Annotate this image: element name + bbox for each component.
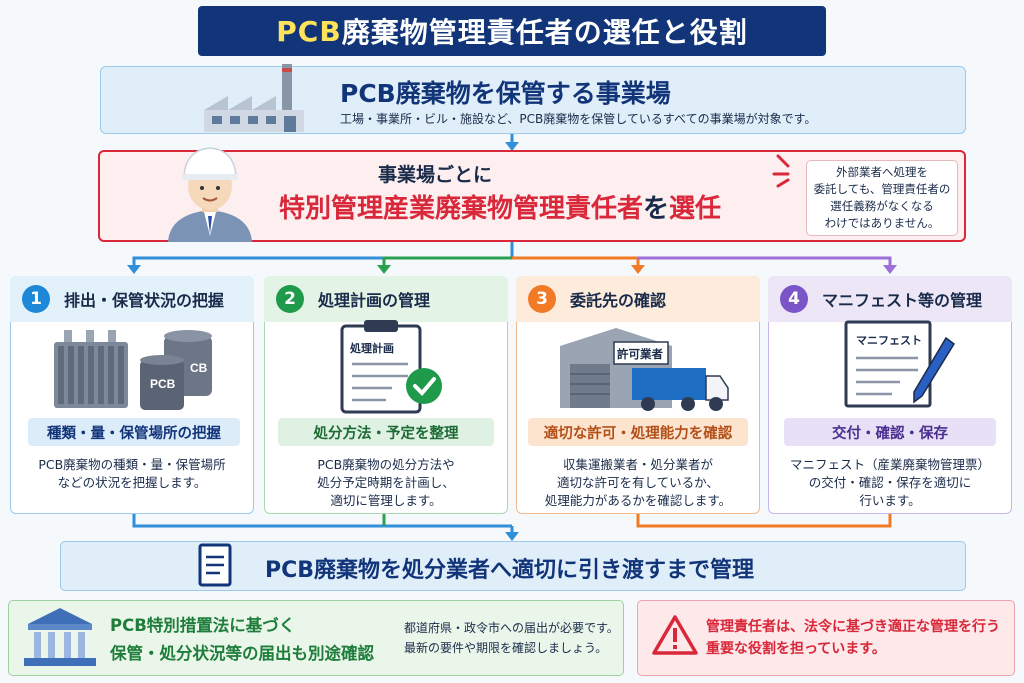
warehouse-sign: 許可業者 xyxy=(617,347,663,361)
manifest-pen-icon: マニフェスト xyxy=(844,320,955,408)
role-description: 収集運搬業者・処分業者が 適切な許可を有しているか、 処理能力があるかを確認しま… xyxy=(516,456,760,510)
desc-line: 適切な許可を有しているか、 xyxy=(557,475,719,490)
desc-line: 適切に管理します。 xyxy=(330,493,442,508)
desc-line: 処理能力があるかを確認します。 xyxy=(544,493,732,508)
government-building-icon xyxy=(24,608,96,666)
role-card-3-header: 3 委託先の確認 xyxy=(516,276,760,322)
document-icon xyxy=(198,543,232,587)
desc-line: マニフェスト（産業廃棄物管理票） xyxy=(789,457,990,472)
law-title-line1: PCB特別措置法に基づく xyxy=(110,616,296,635)
warning-text: 管理責任者は、法令に基づき適正な管理を行う 重要な役割を担っています。 xyxy=(706,616,1000,660)
clipboard-check-icon: 処理計画 xyxy=(340,320,442,414)
site-subtitle: 工場・事業所・ビル・施設など、PCB廃棄物を保管しているすべての事業場が対象です… xyxy=(340,112,817,126)
role-pill: 処分方法・予定を整理 xyxy=(278,418,494,446)
warehouse-truck-icon: 許可業者 xyxy=(560,328,729,411)
law-note-line: 都道府県・政令市への届出が必要です。 xyxy=(404,621,619,635)
desc-line: 処分予定時期を計画し、 xyxy=(317,475,455,490)
drum-label-pcb: PCB xyxy=(150,377,176,391)
desc-line: PCB廃棄物の処分方法や xyxy=(317,457,455,472)
desc-line: PCB廃棄物の種類・量・保管場所 xyxy=(38,457,226,472)
role-card-4-header: 4 マニフェスト等の管理 xyxy=(768,276,1012,322)
role-title: 排出・保管状況の把握 xyxy=(64,291,225,310)
warning-line: 管理責任者は、法令に基づき適正な管理を行う xyxy=(706,619,1000,635)
role-number-badge: 2 xyxy=(276,285,304,313)
appointment-line1: 事業場ごとに xyxy=(377,164,492,186)
note-line: 外部業者へ処理を xyxy=(836,165,928,179)
role-description: PCB廃棄物の種類・量・保管場所 などの状況を把握します。 xyxy=(10,456,254,492)
role-pill: 適切な許可・処理能力を確認 xyxy=(528,418,748,446)
title-highlight: PCB xyxy=(276,14,342,48)
law-note-line: 最新の要件や期限を確認しましょう。 xyxy=(404,641,608,655)
title-rest: 廃棄物管理責任者の選任と役割 xyxy=(341,16,748,49)
role-title: マニフェスト等の管理 xyxy=(822,291,983,310)
role-title: 処理計画の管理 xyxy=(318,291,431,310)
appointment-line2: 特別管理産業廃棄物管理責任者を選任 xyxy=(250,188,750,225)
role-number-badge: 3 xyxy=(528,285,556,313)
transformer-drums-icon: PCB CB xyxy=(54,330,212,410)
appointment-connector: を xyxy=(642,194,669,224)
role-description: マニフェスト（産業廃棄物管理票） の交付・確認・保存を適切に 行います。 xyxy=(768,456,1012,510)
drum-label-cb: CB xyxy=(190,361,208,375)
desc-line: の交付・確認・保存を適切に xyxy=(808,475,972,490)
role-pill: 種類・量・保管場所の把握 xyxy=(28,418,240,446)
emphasis-marks-icon xyxy=(772,154,790,188)
note-line: 選任義務がなくなる xyxy=(830,199,934,213)
role-card-2-header: 2 処理計画の管理 xyxy=(264,276,508,322)
law-box xyxy=(8,600,624,676)
role-number-badge: 1 xyxy=(22,285,50,313)
site-title: PCB廃棄物を保管する事業場 xyxy=(340,79,671,108)
desc-line: 行います。 xyxy=(859,493,921,508)
role-card-1-header: 1 排出・保管状況の把握 xyxy=(10,276,254,322)
handover-text: PCB廃棄物を処分業者へ適切に引き渡すまで管理 xyxy=(265,558,755,583)
role-pill: 交付・確認・保存 xyxy=(784,418,996,446)
clipboard-label: 処理計画 xyxy=(349,341,394,355)
warning-icon xyxy=(652,615,698,655)
role-description: PCB廃棄物の処分方法や 処分予定時期を計画し、 適切に管理します。 xyxy=(264,456,508,510)
warning-line: 重要な役割を担っています。 xyxy=(706,641,886,657)
warning-box xyxy=(637,600,1015,676)
note-line: わけではありません。 xyxy=(824,216,940,230)
law-note: 都道府県・政令市への届出が必要です。 最新の要件や期限を確認しましょう。 xyxy=(404,618,619,658)
appointment-role-name: 特別管理産業廃棄物管理責任者 xyxy=(278,194,643,224)
note-line: 委託しても、管理責任者の xyxy=(813,182,951,196)
factory-icon xyxy=(204,64,304,132)
desc-line: などの状況を把握します。 xyxy=(57,475,207,490)
desc-line: 収集運搬業者・処分業者が xyxy=(562,457,713,472)
role-title: 委託先の確認 xyxy=(570,291,667,310)
appointment-action: 選任 xyxy=(669,194,722,224)
role-number-badge: 4 xyxy=(780,285,808,313)
law-title-line2: 保管・処分状況等の届出も別途確認 xyxy=(110,644,374,663)
manifest-label: マニフェスト xyxy=(856,334,922,347)
worker-icon xyxy=(168,147,252,242)
appointment-note: 外部業者へ処理を 委託しても、管理責任者の 選任義務がなくなる わけではありませ… xyxy=(806,160,958,236)
